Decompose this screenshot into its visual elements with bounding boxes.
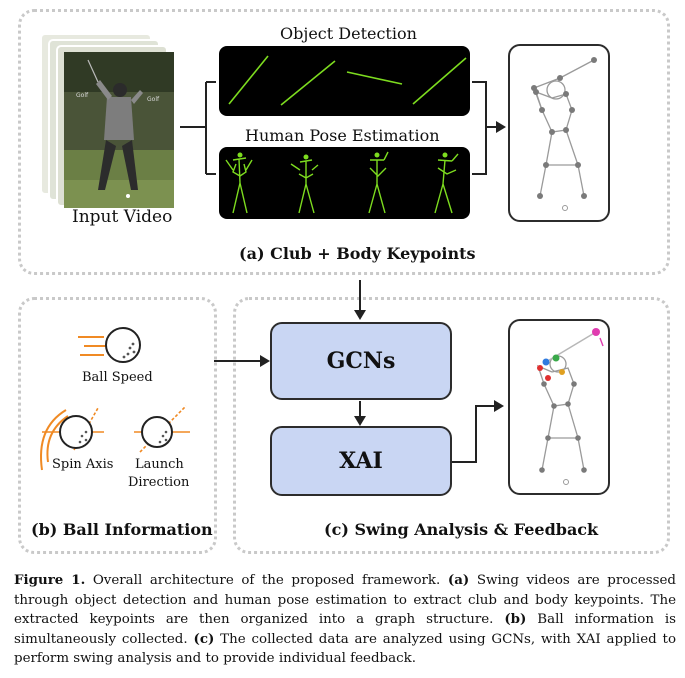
panel-a-club-body-keypoints [18, 9, 670, 275]
ball-speed-label: Ball Speed [82, 370, 153, 385]
panel-b-caption: (b) Ball Information [31, 520, 213, 539]
panel-a-caption: (a) Club + Body Keypoints [239, 244, 476, 263]
panel-c-caption: (c) Swing Analysis & Feedback [324, 520, 599, 539]
caption-ref-b: (b) [504, 611, 527, 628]
caption-text-3: Ball information is simultaneously colle… [14, 612, 677, 647]
input-video-label: Input Video [72, 207, 173, 227]
xai-module: XAI [270, 426, 452, 496]
panel-c-swing-analysis [233, 297, 670, 554]
launch-direction-label-1: Launch [135, 457, 184, 472]
caption-text-2: Swing videos are processed through objec… [14, 573, 676, 628]
object-detection-output [219, 46, 470, 116]
keypoint-graph-card [508, 44, 610, 222]
pose-estimation-title: Human Pose Estimation [245, 126, 440, 145]
caption-ref-c: (c) [193, 630, 215, 647]
panel-b-ball-information [18, 297, 217, 554]
figure-number: Figure 1. [14, 572, 86, 588]
caption-ref-a: (a) [447, 572, 470, 588]
svg-text:Golf: Golf [147, 96, 160, 103]
caption-text-4: The collected data are analyzed using GC… [14, 631, 677, 667]
pose-estimation-output [219, 147, 470, 219]
svg-text:Golf: Golf [76, 92, 89, 99]
figure-caption: Figure 1. Overall architecture of the pr… [14, 571, 676, 669]
launch-direction-label-2: Direction [128, 475, 190, 490]
caption-text-1: Overall architecture of the proposed fra… [85, 573, 448, 588]
spin-axis-label: Spin Axis [52, 457, 114, 472]
object-detection-title: Object Detection [280, 24, 417, 43]
feedback-skeleton-card [508, 319, 610, 495]
gcn-module: GCNs [270, 322, 452, 400]
